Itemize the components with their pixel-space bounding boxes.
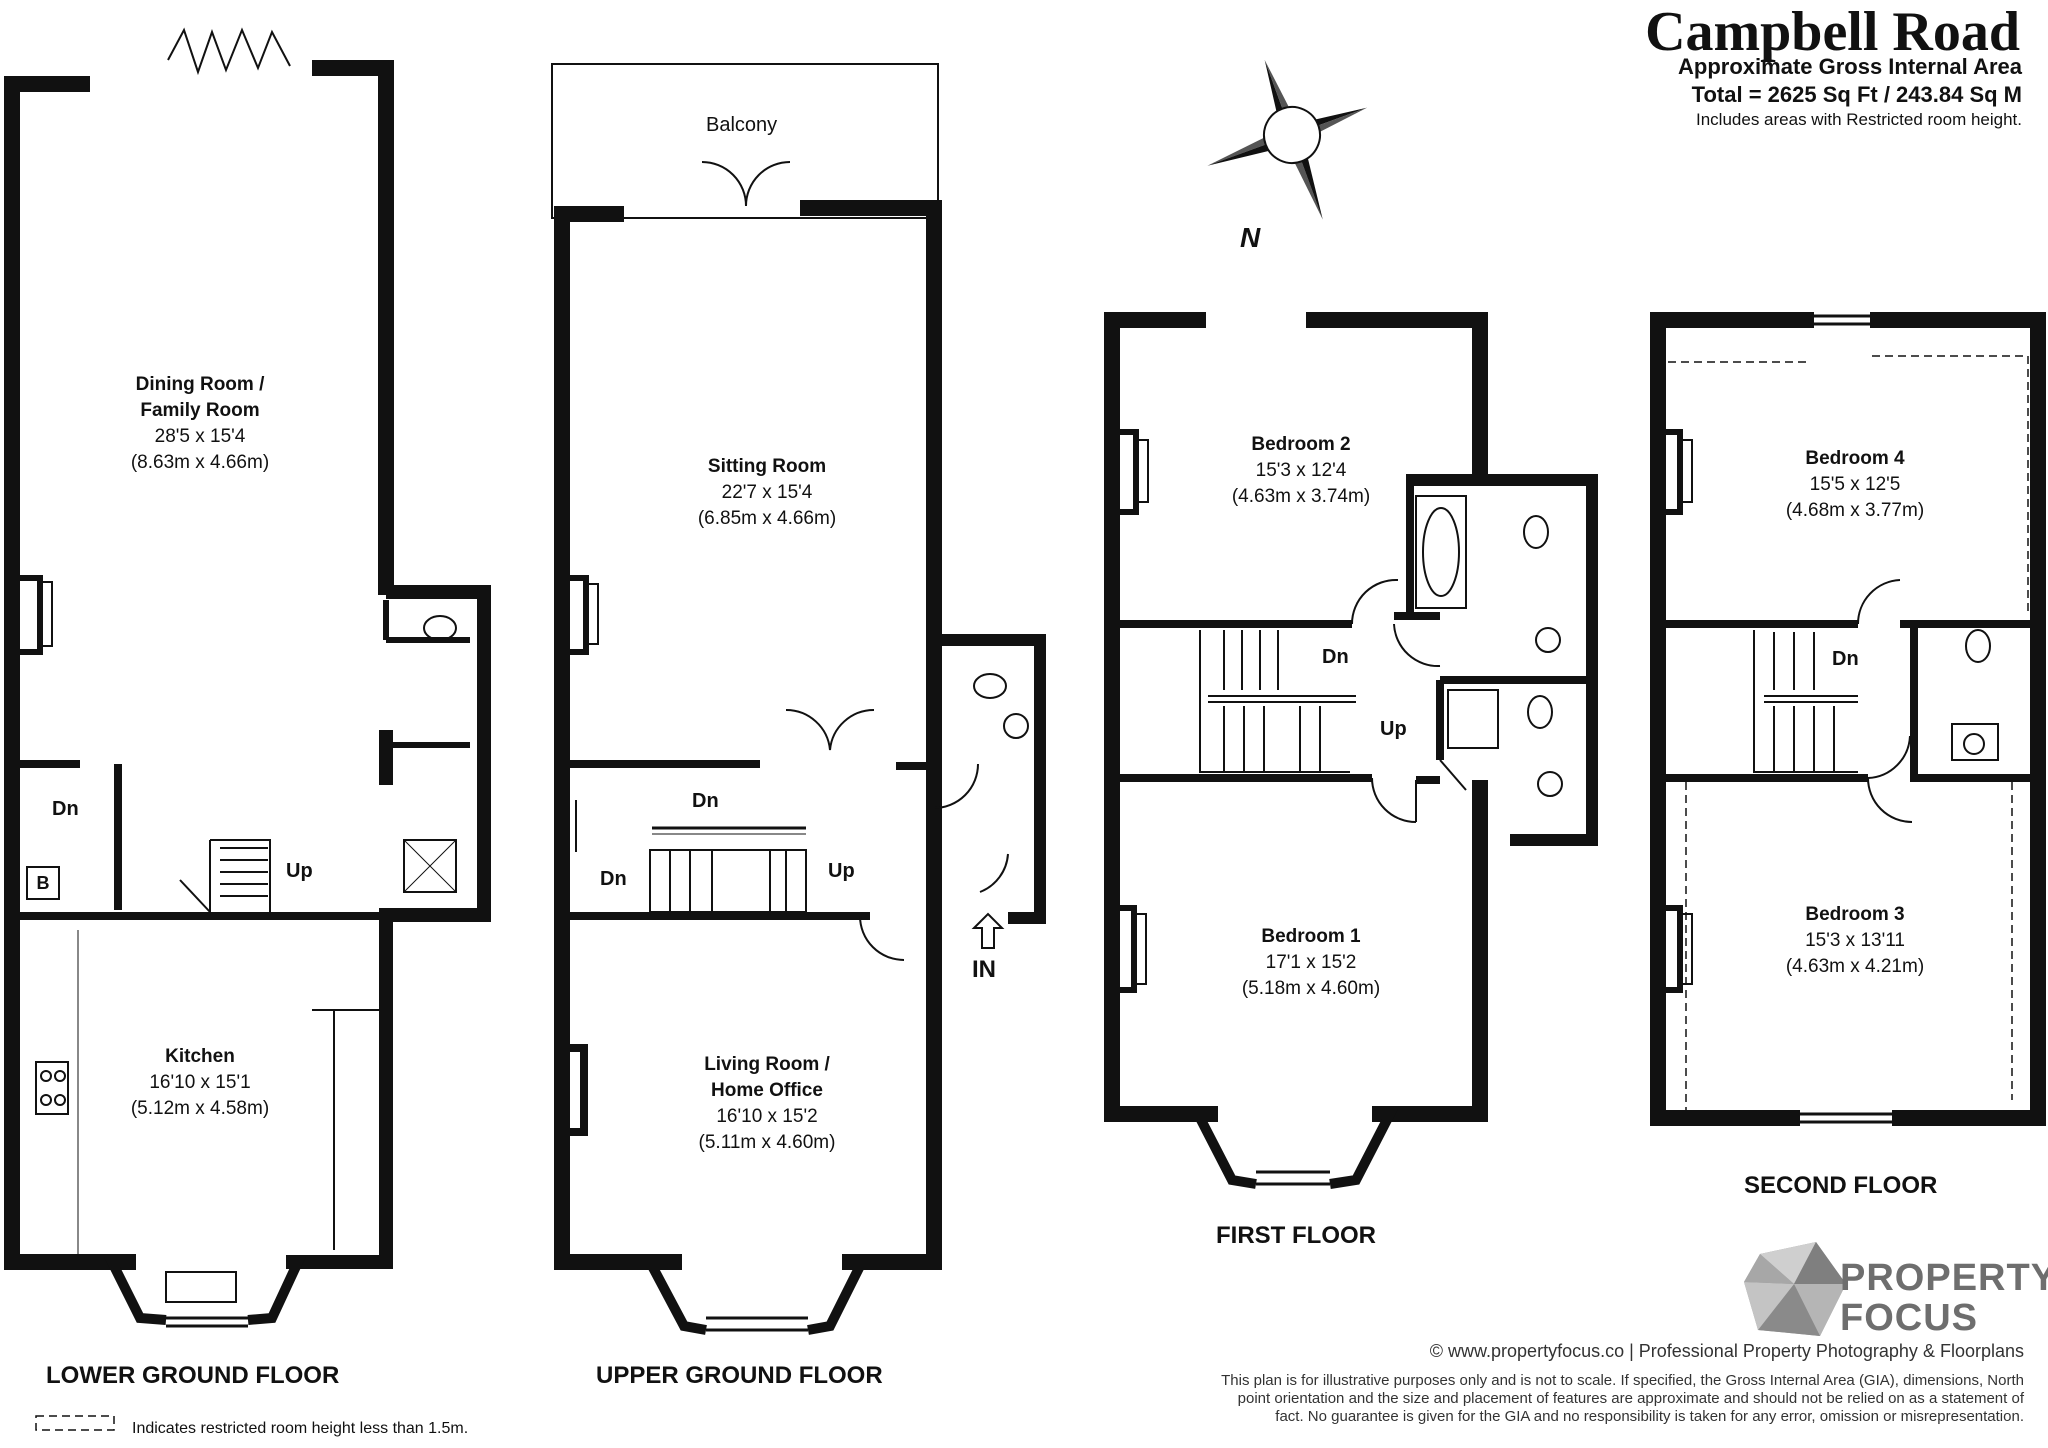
gia-label: Approximate Gross Internal Area (1678, 54, 2022, 79)
restricted-height-note: Includes areas with Restricted room heig… (1696, 110, 2022, 129)
first-floor-walls (1104, 312, 1598, 1189)
room-sitting-imperial: 22'7 x 15'4 (721, 482, 813, 503)
entrance-label: IN (972, 956, 996, 983)
room-bedroom-2-imperial: 15'3 x 12'4 (1255, 460, 1347, 481)
gia-total: Total = 2625 Sq Ft / 243.84 Sq M (1691, 82, 2022, 107)
brand-name: PROPERTY FOCUS (1840, 1258, 2048, 1338)
second-floor-walls (1650, 312, 2046, 1126)
balcony-label: Balcony (706, 114, 778, 136)
room-bedroom-3: Bedroom 3 15'3 x 13'11 (4.63m x 4.21m) (1720, 902, 1990, 980)
room-kitchen-name: Kitchen (165, 1046, 235, 1067)
room-living-imperial: 16'10 x 15'2 (716, 1106, 818, 1127)
room-kitchen-metric: (5.12m x 4.58m) (130, 1098, 270, 1119)
room-dining-name-2: Family Room (140, 400, 260, 421)
room-bedroom-4-metric: (4.68m x 3.77m) (1785, 500, 1925, 521)
legend-text: Indicates restricted room height less th… (132, 1420, 469, 1437)
stairs-down-label-4: Dn (1322, 646, 1349, 668)
room-bedroom-3-metric: (4.63m x 4.21m) (1785, 956, 1925, 977)
floor-label-lower-ground: LOWER GROUND FLOOR (46, 1362, 340, 1389)
room-bedroom-2-name: Bedroom 2 (1251, 434, 1351, 455)
room-living-name-2: Home Office (711, 1080, 823, 1101)
room-bedroom-1-metric: (5.18m x 4.60m) (1241, 978, 1381, 999)
brand-line-2: FOCUS (1840, 1297, 1978, 1339)
lower-ground-floor-walls (4, 27, 491, 1328)
room-bedroom-1-imperial: 17'1 x 15'2 (1265, 952, 1357, 973)
floor-label-first: FIRST FLOOR (1216, 1222, 1376, 1249)
room-bedroom-3-imperial: 15'3 x 13'11 (1805, 930, 1905, 951)
room-sitting-name: Sitting Room (707, 456, 827, 477)
room-bedroom-2-metric: (4.63m x 3.74m) (1231, 486, 1371, 507)
compass-rose (1207, 59, 1368, 220)
stairs-down-label-5: Dn (1832, 648, 1859, 670)
room-bedroom-1: Bedroom 1 17'1 x 15'2 (5.18m x 4.60m) (1176, 924, 1446, 1002)
room-living: Living Room / Home Office 16'10 x 15'2 (… (632, 1052, 902, 1156)
room-bedroom-2: Bedroom 2 15'3 x 12'4 (4.63m x 3.74m) (1166, 432, 1436, 510)
stairs-down-label-2: Dn (692, 790, 719, 812)
footer-disclaimer-2: point orientation and the size and place… (1237, 1390, 2024, 1407)
room-dining-name-1: Dining Room / (135, 374, 265, 395)
brand-line-1: PROPERTY (1840, 1257, 2048, 1299)
room-kitchen-imperial: 16'10 x 15'1 (149, 1072, 251, 1093)
floor-label-second: SECOND FLOOR (1744, 1172, 1938, 1199)
room-sitting: Sitting Room 22'7 x 15'4 (6.85m x 4.66m) (632, 454, 902, 532)
stairs-up-label-3: Up (1380, 718, 1407, 740)
property-focus-logo-icon (1744, 1242, 1846, 1336)
room-dining-metric: (8.63m x 4.66m) (130, 452, 270, 473)
stairs-down-label: Dn (52, 798, 79, 820)
room-dining-imperial: 28'5 x 15'4 (154, 426, 246, 447)
stairs-down-label-3: Dn (600, 868, 627, 890)
floor-label-upper-ground: UPPER GROUND FLOOR (596, 1362, 883, 1389)
room-dining: Dining Room / Family Room 28'5 x 15'4 (8… (70, 372, 330, 476)
room-living-name-1: Living Room / (704, 1054, 830, 1075)
footer-website: © www.propertyfocus.co | Professional Pr… (1429, 1341, 2024, 1361)
room-bedroom-4-imperial: 15'5 x 12'5 (1809, 474, 1901, 495)
upper-ground-floor-walls (551, 63, 1046, 1335)
footer-disclaimer-3: fact. No guarantee is given for the GIA … (1275, 1408, 2024, 1425)
room-bedroom-3-name: Bedroom 3 (1805, 904, 1905, 925)
room-sitting-metric: (6.85m x 4.66m) (697, 508, 837, 529)
compass-north-label: N (1240, 222, 1261, 253)
room-bedroom-1-name: Bedroom 1 (1261, 926, 1361, 947)
legend-swatch (35, 1415, 115, 1431)
room-living-metric: (5.11m x 4.60m) (698, 1132, 836, 1153)
room-kitchen: Kitchen 16'10 x 15'1 (5.12m x 4.58m) (70, 1044, 330, 1122)
boiler-label: B (26, 866, 60, 900)
stairs-up-label: Up (286, 860, 313, 882)
room-bedroom-4: Bedroom 4 15'5 x 12'5 (4.68m x 3.77m) (1720, 446, 1990, 524)
stairs-up-label-2: Up (828, 860, 855, 882)
footer-disclaimer-1: This plan is for illustrative purposes o… (1221, 1372, 2024, 1389)
room-bedroom-4-name: Bedroom 4 (1805, 448, 1905, 469)
property-title: Campbell Road (1645, 1, 2020, 63)
